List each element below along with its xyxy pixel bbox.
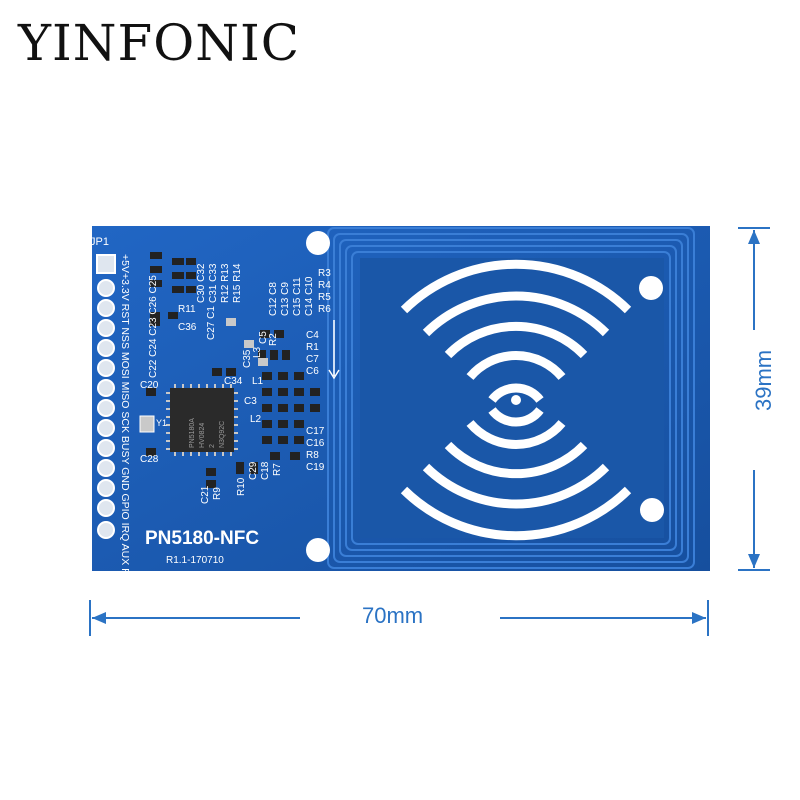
silk-c7: C7 [306,354,319,365]
silk-c14-col: C14 C10 [304,276,315,316]
chip-line-3: 2 [209,444,216,448]
silk-c28: C28 [140,454,159,465]
silk-c15-col: C15 C11 [292,277,303,316]
silk-c22-col: C22 C24 C23 C26 C25 [148,275,159,378]
arrow-down-icon [328,320,340,380]
silk-c5: C5 [258,331,269,344]
silk-r7: R7 [272,463,283,476]
brand-logo: YINFONIC [18,14,300,72]
mounting-holes [306,231,664,562]
silk-r5: R5 [318,292,331,303]
silk-r1: R1 [306,342,319,353]
chip-line-2: HV0824 [199,423,206,448]
silk-c16: C16 [306,438,325,449]
board-name: PN5180-NFC [145,528,259,549]
silk-c18: C18 [260,461,271,480]
antenna-coil [327,227,695,569]
smd-components [146,252,320,488]
silk-l3: L3 [252,346,263,358]
pn5180-chip: PN5180A HV0824 2 N3Q92C [166,384,238,456]
silk-r11: R11 [178,304,196,315]
silk-c34: C34 [224,376,243,387]
silk-l1: L1 [252,376,264,387]
silk-r9: R9 [212,487,223,500]
silk-c21: C21 [200,485,211,504]
chip-line-4: N3Q92C [219,421,226,448]
silk-c3: C3 [244,396,257,407]
silk-c36: C36 [178,322,197,333]
silk-c6: C6 [306,366,319,377]
silk-c31-c33: C31 C33 [208,263,219,303]
silk-c35: C35 [242,349,253,368]
silk-c27-col: C27 C1 [206,306,217,340]
height-dimension [738,227,770,571]
silk-c13-col: C13 C9 [280,282,291,316]
height-dimension-label: 39mm [751,349,776,411]
board-revision: R1.1-170710 [166,555,224,566]
rf-center-dot [511,395,521,405]
crystal-y1 [139,415,155,433]
silk-c20: C20 [140,380,159,391]
silk-c17: C17 [306,426,325,437]
silk-r8: R8 [306,450,319,461]
pin-labels: +5V+3.3V RST NSS MOSI MISO SCK BUSY GND … [119,254,131,591]
silk-c4: C4 [306,330,319,341]
silk-c30-c32: C30 C32 [196,263,207,303]
silk-l2: L2 [250,414,262,425]
pin-header [96,254,116,539]
silk-r12-r13: R12 R13 [220,263,231,303]
silk-r3: R3 [318,268,331,279]
width-dimension-label: 70mm [362,603,424,628]
header-label: JP1 [90,236,109,248]
silk-y1: Y1 [156,418,167,428]
silk-r2: R2 [268,333,279,346]
width-dimension [89,600,709,636]
silk-r10: R10 [236,477,247,496]
silk-c29: C29 [248,461,259,480]
rf-symbol-icon [400,259,632,541]
silk-c19: C19 [306,462,325,473]
silk-r4: R4 [318,280,331,291]
silk-c12-col: C12 C8 [268,282,279,316]
silk-r15-r14: R15 R14 [232,263,243,303]
chip-line-1: PN5180A [189,418,196,448]
silk-r6: R6 [318,304,331,315]
